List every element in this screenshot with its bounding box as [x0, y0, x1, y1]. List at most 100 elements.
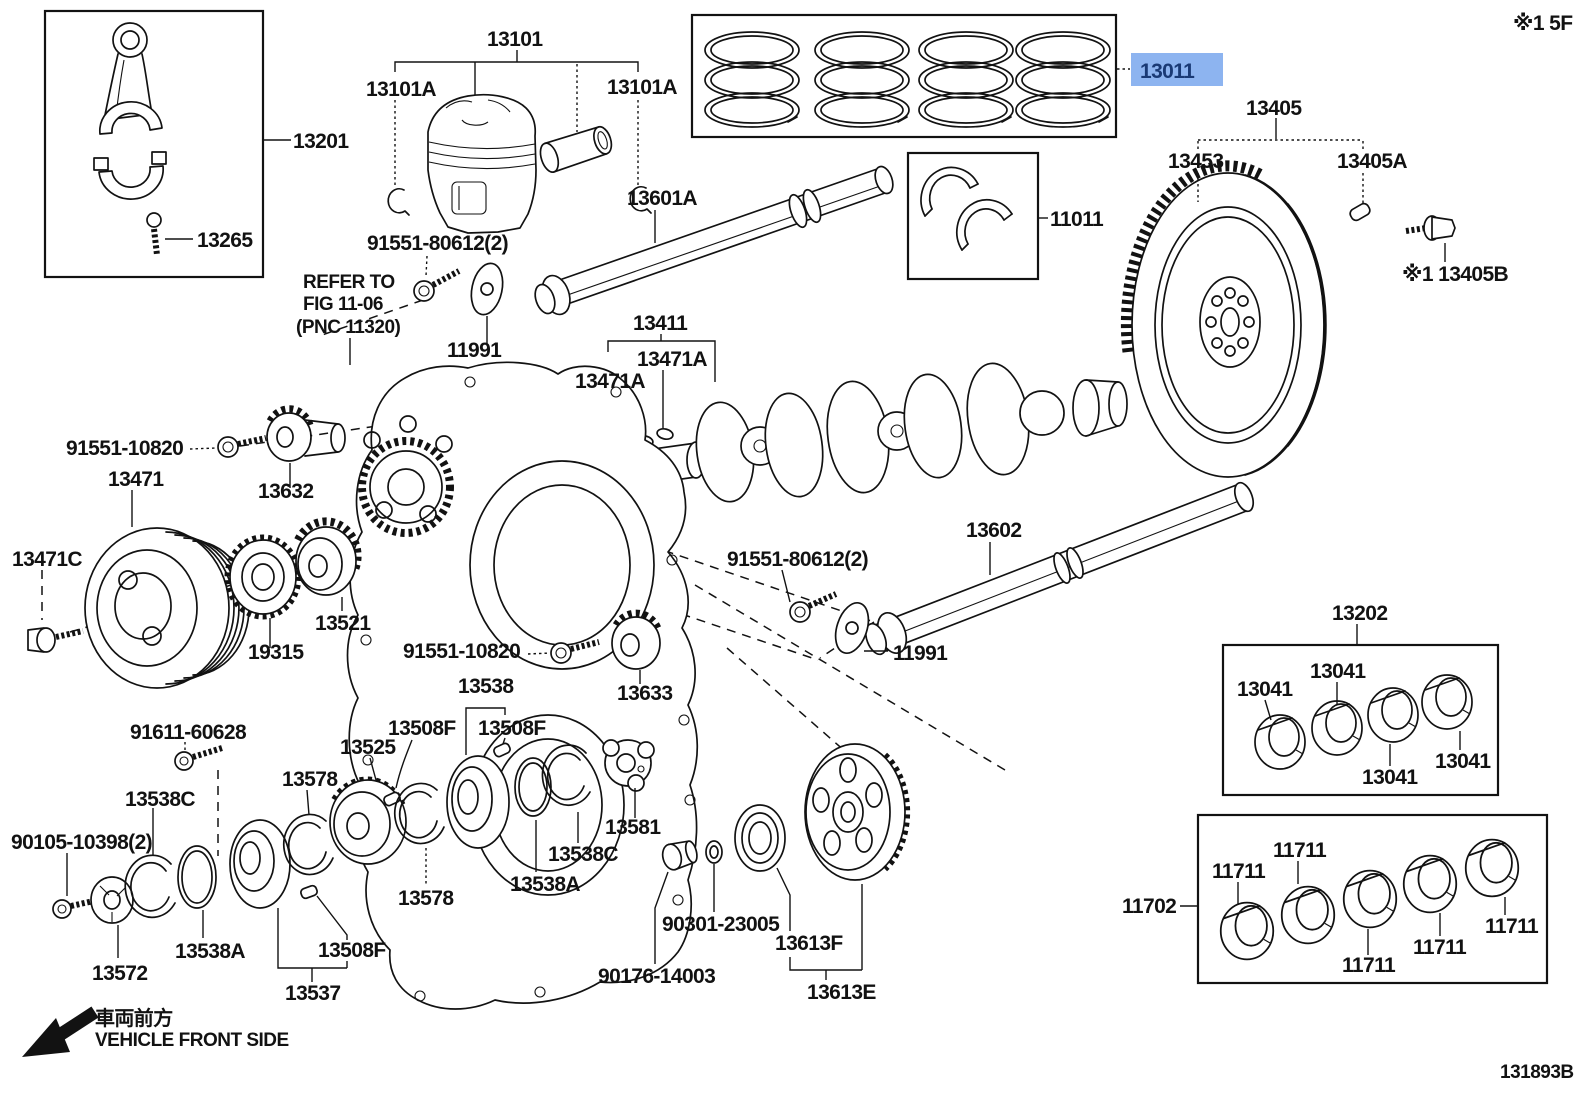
vehicle-front-label-jp: 車両前方	[95, 1006, 173, 1030]
part-label-13508F-b: 13508F	[478, 717, 546, 740]
part-label-13538C-left: 13538C	[125, 788, 195, 811]
ring-13538A-right	[514, 757, 552, 872]
trigger-plate-19315	[224, 534, 302, 648]
part-label-11991-bottom: 11991	[893, 642, 948, 665]
refer-note-line1: REFER TO	[303, 272, 395, 293]
note-top-right: ※1 5F	[1513, 12, 1573, 35]
part-label-13201: 13201	[293, 130, 349, 153]
part-label-19315: 19315	[248, 641, 304, 664]
part-label-11991-top: 11991	[447, 339, 502, 362]
part-label-11711-c: 11711	[1342, 954, 1396, 977]
part-label-13101A-right: 13101A	[607, 76, 677, 99]
part-label-13405B: ※1 13405B	[1402, 263, 1509, 286]
part-label-13471C: 13471C	[12, 548, 82, 571]
part-label-13011-highlighted[interactable]: 13011	[1140, 60, 1196, 83]
piston-assembly	[387, 50, 652, 234]
gear-13521	[294, 517, 362, 611]
part-label-13521: 13521	[315, 612, 371, 635]
highlight-box	[1131, 53, 1223, 86]
oring-90301-23005	[705, 840, 723, 912]
timing-cover	[346, 338, 699, 1010]
retainer-11991-top	[470, 262, 504, 344]
lock-washer-13572	[90, 876, 134, 958]
retainer-11991-bottom	[834, 601, 888, 655]
bolt-91551-80612-bottom	[781, 569, 838, 623]
part-label-13265: 13265	[197, 229, 253, 252]
part-label-13405A: 13405A	[1337, 150, 1407, 173]
part-label-13613F: 13613F	[775, 932, 843, 955]
part-label-13538A-right: 13538A	[510, 873, 580, 896]
vehicle-front-label-en: VEHICLE FRONT SIDE	[95, 1030, 289, 1051]
part-label-13101: 13101	[487, 28, 543, 51]
part-label-11711-d: 11711	[1413, 936, 1467, 959]
cone-washer-13537	[229, 819, 291, 909]
snap-ring-13578-lower	[393, 782, 445, 884]
part-label-13578-lower: 13578	[398, 887, 454, 910]
part-label-13508F-a: 13508F	[388, 717, 456, 740]
piston-ring-set	[704, 31, 1111, 128]
part-label-13405: 13405	[1246, 97, 1302, 120]
part-label-90105-10398: 90105-10398(2)	[11, 831, 152, 854]
part-label-13537: 13537	[285, 982, 340, 1005]
part-label-13471: 13471	[108, 468, 164, 491]
crank-key-2	[656, 427, 674, 441]
part-label-11711-a: 11711	[1273, 839, 1327, 862]
part-label-91551-80612-top: 91551-80612(2)	[367, 232, 508, 255]
balance-shaft-1	[534, 165, 894, 316]
part-label-90301-23005: 90301-23005	[662, 913, 780, 936]
cam-plate-13581	[602, 739, 655, 818]
part-label-13633: 13633	[617, 682, 672, 705]
part-label-13538C-right: 13538C	[548, 843, 618, 866]
part-label-13602: 13602	[966, 519, 1021, 542]
snap-ring-13538C-left	[124, 808, 176, 919]
crankshaft	[607, 334, 1128, 503]
part-label-13578-upper: 13578	[282, 768, 338, 791]
part-label-13471A-left: 13471A	[575, 370, 645, 393]
part-label-11011: 11011	[1050, 208, 1104, 231]
main-bearing-box	[1221, 624, 1500, 797]
bolt-91551-10820-bottom	[527, 639, 600, 664]
refer-note-line2: FIG 11-06	[303, 294, 383, 315]
pin-13508F-b	[493, 737, 511, 758]
part-label-13508F-c: 13508F	[318, 939, 386, 962]
part-label-13041-d: 13041	[1435, 750, 1491, 773]
gear-13633	[611, 609, 663, 684]
snap-ring-right	[629, 185, 652, 214]
part-label-13041-a: 13041	[1237, 678, 1293, 701]
flywheel-pin-13405A	[1349, 202, 1371, 222]
part-label-13581: 13581	[605, 816, 661, 839]
part-label-13041-b: 13041	[1310, 660, 1366, 683]
part-label-13538A-left: 13538A	[175, 940, 245, 963]
flywheel	[1120, 118, 1456, 478]
part-label-13601A: 13601A	[627, 187, 697, 210]
part-label-13471A-center: 13471A	[637, 348, 707, 371]
timing-pulley-13613E	[804, 743, 911, 970]
oil-seal-13613F	[734, 804, 791, 931]
bolt-90105-10398	[52, 853, 99, 919]
part-label-91551-80612-bottom: 91551-80612(2)	[727, 548, 868, 571]
refer-note-line3: (PNC 11320)	[296, 317, 401, 338]
part-label-91551-10820-left: 91551-10820	[66, 437, 183, 460]
part-label-90176-14003: 90176-14003	[598, 965, 715, 988]
part-label-13411: 13411	[633, 312, 688, 335]
crank-pulley	[84, 490, 250, 689]
vehicle-front-arrow-icon	[22, 1006, 99, 1057]
part-label-11711-b: 11711	[1212, 860, 1266, 883]
part-label-13202: 13202	[1332, 602, 1387, 625]
part-label-13572: 13572	[92, 962, 147, 985]
part-label-91611-60628: 91611-60628	[130, 721, 247, 744]
washer-stack-center	[329, 707, 655, 884]
balance-shaft-2	[864, 481, 1255, 656]
thrust-washer-box	[906, 151, 1048, 281]
snap-ring-left	[387, 187, 410, 216]
gear-13632	[266, 405, 346, 488]
pin-13508F-bottom	[300, 884, 318, 900]
part-label-11711-e: 11711	[1485, 915, 1539, 938]
piston-ring-set-box	[690, 13, 1130, 139]
part-label-13101A-left: 13101A	[366, 78, 436, 101]
snap-ring-13578-upper	[282, 789, 334, 876]
bolt-13471C	[27, 627, 84, 653]
plug-90176-14003	[654, 840, 698, 964]
